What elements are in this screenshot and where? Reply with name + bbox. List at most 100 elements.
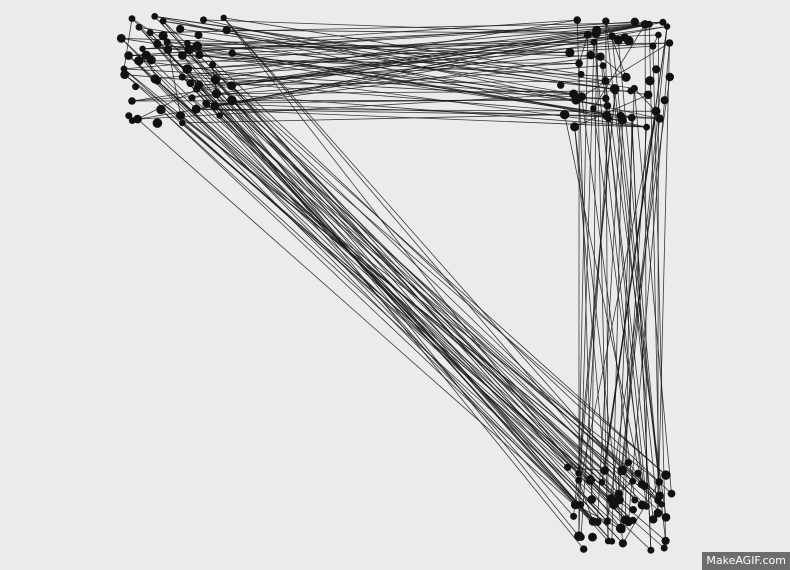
graph-node bbox=[153, 76, 162, 85]
graph-edge bbox=[191, 97, 660, 497]
graph-node bbox=[132, 83, 140, 91]
graph-edge bbox=[593, 24, 646, 109]
graph-edge bbox=[575, 111, 657, 505]
graph-node bbox=[606, 494, 615, 503]
makeagif-watermark: MakeAGIF.com bbox=[702, 552, 790, 570]
graph-edge bbox=[182, 45, 653, 78]
graph-node bbox=[202, 99, 211, 108]
graph-node bbox=[596, 52, 605, 61]
graph-node bbox=[617, 465, 627, 476]
graph-edge bbox=[564, 114, 643, 485]
graph-node bbox=[227, 81, 236, 91]
graph-edge bbox=[162, 35, 620, 494]
graph-edge bbox=[578, 34, 589, 481]
graph-node bbox=[182, 64, 192, 74]
graph-edge bbox=[605, 21, 659, 514]
graph-node bbox=[152, 118, 163, 128]
graph-edge bbox=[163, 20, 574, 95]
graph-node bbox=[629, 477, 636, 485]
graph-node bbox=[602, 111, 612, 121]
graph-node bbox=[184, 44, 194, 55]
graph-node bbox=[645, 76, 655, 86]
graph-edge bbox=[121, 38, 570, 53]
graph-edge bbox=[223, 17, 633, 482]
graph-node bbox=[176, 24, 185, 34]
graph-node bbox=[577, 70, 585, 78]
graph-edge bbox=[182, 55, 627, 78]
graph-node bbox=[575, 470, 582, 477]
graph-node bbox=[624, 459, 633, 467]
graph-node bbox=[661, 536, 670, 546]
graph-edge bbox=[601, 111, 657, 483]
graph-edge bbox=[214, 105, 646, 487]
graph-node bbox=[667, 489, 676, 498]
graph-node bbox=[186, 79, 195, 87]
graph-node bbox=[634, 469, 642, 477]
graph-node bbox=[146, 29, 154, 37]
graph-edge bbox=[206, 103, 660, 119]
graph-node bbox=[559, 109, 570, 120]
graph-node bbox=[599, 62, 607, 70]
graph-node bbox=[603, 102, 612, 110]
graph-edge bbox=[138, 60, 580, 64]
graph-node bbox=[665, 39, 674, 47]
graph-edge bbox=[578, 480, 594, 522]
graph-node bbox=[621, 515, 630, 525]
graph-node bbox=[178, 51, 187, 60]
graph-edge bbox=[137, 118, 594, 522]
graph-node bbox=[590, 38, 598, 46]
graph-edge bbox=[199, 54, 621, 117]
graph-node bbox=[621, 72, 631, 82]
graph-node bbox=[631, 496, 639, 504]
graph-node bbox=[192, 41, 203, 51]
graph-node bbox=[587, 495, 597, 504]
graph-node bbox=[629, 506, 637, 514]
graph-node bbox=[655, 491, 664, 501]
graph-node bbox=[573, 16, 581, 24]
graph-edge bbox=[648, 24, 660, 482]
graph-node bbox=[216, 112, 223, 119]
graph-node bbox=[598, 479, 606, 486]
graph-edge bbox=[160, 109, 598, 523]
graph-edge bbox=[190, 82, 667, 518]
graph-edge bbox=[231, 100, 620, 501]
graph-node bbox=[125, 112, 133, 120]
graph-edge bbox=[578, 42, 595, 537]
graph-node bbox=[653, 508, 663, 518]
graph-node bbox=[124, 51, 133, 60]
graph-edge bbox=[617, 40, 660, 482]
graph-node bbox=[564, 463, 572, 471]
graph-node bbox=[147, 55, 156, 65]
graph-node bbox=[603, 517, 611, 526]
graph-node bbox=[194, 80, 204, 90]
graph-edge bbox=[231, 24, 646, 87]
graph-edge bbox=[182, 76, 608, 522]
graph-node bbox=[585, 475, 596, 485]
graph-edge bbox=[223, 17, 623, 531]
graph-node bbox=[618, 115, 627, 125]
graph-node bbox=[643, 90, 653, 100]
graph-node bbox=[116, 34, 126, 43]
graph-node bbox=[158, 31, 168, 41]
graph-edge bbox=[121, 38, 612, 499]
graph-edge bbox=[631, 117, 652, 551]
graph-edge bbox=[633, 88, 672, 494]
graph-edge bbox=[644, 24, 647, 507]
graph-node bbox=[614, 489, 623, 498]
graph-node bbox=[139, 45, 146, 52]
graph-edge bbox=[123, 68, 574, 95]
graph-edge bbox=[121, 38, 632, 118]
graph-edge bbox=[620, 127, 647, 529]
graph-node bbox=[590, 105, 597, 112]
graph-edge bbox=[131, 99, 576, 102]
graph-edge bbox=[581, 42, 670, 97]
graph-node bbox=[652, 65, 661, 74]
graph-node bbox=[601, 76, 610, 85]
graph-edge bbox=[182, 76, 606, 99]
graph-node bbox=[588, 532, 597, 542]
graph-node bbox=[577, 533, 585, 541]
graph-node bbox=[630, 17, 639, 26]
graph-node bbox=[608, 32, 616, 40]
